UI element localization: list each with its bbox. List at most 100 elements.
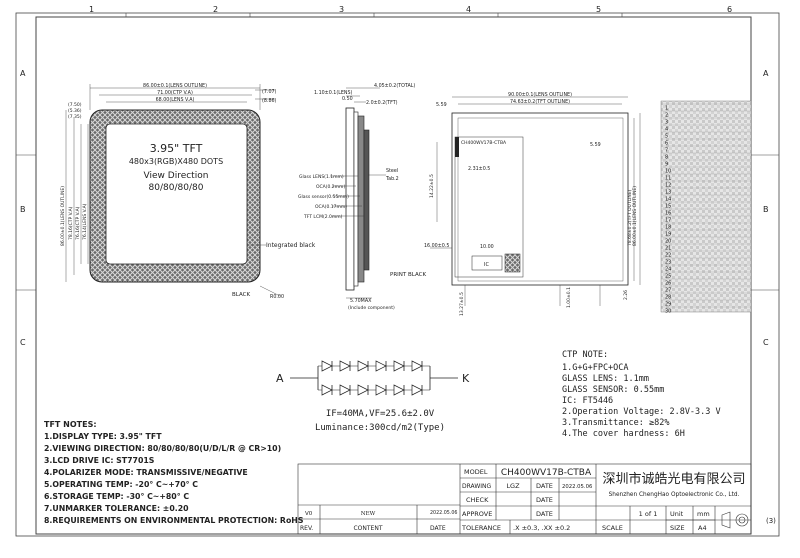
back-dim-lens-outline: 90.00±0.1(LENS OUTLINE) [508,92,572,98]
front-dim-v2: 78.16(CTP V.A) [68,206,74,240]
side-view: 4.05±0.2(TOTAL) 1.10±0.1(LENS) 0.50 2.0±… [298,83,415,311]
pin-number: 14 [665,196,671,202]
led-diode [321,360,333,372]
back-dim-fpc-width: 2.31±0.5 [468,166,490,172]
tb-tolerance-value: .X ±0.3, .XX ±0.2 [513,524,570,532]
display-angles: 80/80/80/80 [149,183,204,193]
tft-note-line: 4.POLARIZER MODE: TRANSMISSIVE/NEGATIVE [44,468,248,477]
led-diode [375,384,387,396]
side-dim-total: 4.05±0.2(TOTAL) [374,83,415,89]
back-dim-b2: 1.00±0.1 [566,287,572,308]
tft-note-line: 8.REQUIREMENTS ON ENVIRONMENTAL PROTECTI… [44,516,304,525]
pin-number: 20 [665,238,671,244]
back-seal: CH400WV17B-CTBA [461,140,507,146]
side-steel: Steel [386,168,398,174]
front-dim-r2: (8.86) [262,98,277,104]
led-diode [357,384,369,396]
led-circuit [290,360,458,396]
pin-number: 24 [665,266,671,272]
tb-drawing-label: DRAWING [462,483,492,490]
rev-label: REV. [300,525,313,532]
pin-number: 21 [665,245,671,251]
grid-top-4: 4 [466,5,471,14]
display-resolution: 480x3(RGB)X480 DOTS [129,157,223,166]
led-anode-label: A [276,372,284,385]
led-diode [321,384,333,396]
tb-approve-label: APPROVE [462,510,492,518]
view-area [105,123,248,265]
side-dim-lens: 1.10±0.1(LENS) [314,90,353,96]
pin-number: 1 [665,105,668,111]
projection-icon [721,511,749,529]
side-include: (Include component) [348,305,395,311]
front-dim-radius: R0.00 [270,294,284,300]
ctp-notes: 1.G+G+FPC+OCA GLASS LENS: 1.1mm GLASS SE… [562,363,721,439]
side-oca1: OCA(0.2mm) [316,184,345,190]
tb-company-cn: 深圳市诚皓光电有限公司 [602,471,745,487]
ctp-note-line: GLASS SENSOR: 0.55mm [562,385,664,395]
tb-date3-label: DATE [536,510,553,518]
tb-model-value: CH400WV17B-CTBA [501,468,592,478]
tft-note-line: 3.LCD DRIVE IC: ST7701S [44,456,155,465]
side-glass-sensor: Glass sensor(0.55mm) [298,194,349,200]
pin-number: 3 [665,119,668,125]
side-tab: Tab.2 [385,176,399,182]
black-label: BLACK [232,292,250,298]
pin-number: 29 [665,301,671,307]
back-view: 90.00±0.1(LENS OUTLINE) 74.63±0.2(TFT OU… [390,92,641,316]
tb-date2-label: DATE [536,496,553,504]
pin-number: 13 [665,189,671,195]
pin-number: 28 [665,294,671,300]
back-dim-w16: 16.00±0.5 [424,243,449,249]
led-cathode-label: K [462,372,470,385]
led-diode [375,360,387,372]
tb-unit-value: mm [697,510,710,518]
ctp-note-line: 3.Transmittance: ≥82% [562,418,669,428]
tb-check-label: CHECK [466,496,489,504]
front-dim-ctp-va: 71.00(CTP V.A) [157,90,193,96]
pin-number: 2 [665,112,668,118]
pin-number: 12 [665,182,671,188]
front-dim-r1: (7.07) [262,89,277,95]
ctp-note-line: 4.The cover hardness: 6H [562,429,685,439]
grid-top-1: 1 [89,5,94,14]
tb-page-value: 1 of 1 [639,510,658,518]
tb-drawing-value: LGZ [506,482,520,490]
pin-number: 18 [665,224,671,230]
pin-number: 19 [665,231,671,237]
front-dim-v4: 76.14(LENS V.A) [82,203,88,240]
tb-projection-label: (3) [766,517,776,525]
pin-number: 26 [665,280,671,286]
rev-value: V0 [305,511,313,517]
led-diode [393,384,405,396]
tb-tolerance-label: TOLERANCE [461,524,501,532]
grid-side-a-left: A [20,69,26,78]
grid-side-c-right: C [763,338,769,347]
pin-number: 4 [665,126,668,132]
outer-frame [15,12,780,537]
front-dim-s2: (5.36) [68,108,82,114]
tb-company-en: Shenzhen ChengHao Optoelectronic Co., Lt… [609,492,740,498]
pin-number: 27 [665,287,671,293]
tft-note-line: 5.OPERATING TEMP: -20° C~+70° C [44,480,198,489]
grid-side-a-right: A [763,69,769,78]
grid-top-3: 3 [339,5,344,14]
back-dim-b1: 13.27±0.5 [459,292,465,316]
grid-side-b-right: B [763,205,769,214]
tb-date-label: DATE [536,482,553,490]
tft-note-line: 7.UNMARKER TOLERANCE: ±0.20 [44,504,189,513]
grid-top-6: 6 [727,5,732,14]
tb-size-label: SIZE [670,524,685,532]
back-dim-v-tft: 78.68±0.2(TFT OUTLINE) [627,189,633,246]
rev-date-label: DATE [430,525,446,532]
ctp-note-line: GLASS LENS: 1.1mm [562,374,649,384]
pin-number: 17 [665,217,671,223]
tb-scale-label: SCALE [602,524,623,532]
pin-number: 6 [665,140,668,146]
pin-number: 8 [665,154,668,160]
ctp-note-line: 1.G+G+FPC+OCA [562,363,629,373]
display-view-direction: View Direction [144,171,209,181]
rev-content-label: CONTENT [353,525,382,532]
grid-side-c-left: C [20,338,26,347]
